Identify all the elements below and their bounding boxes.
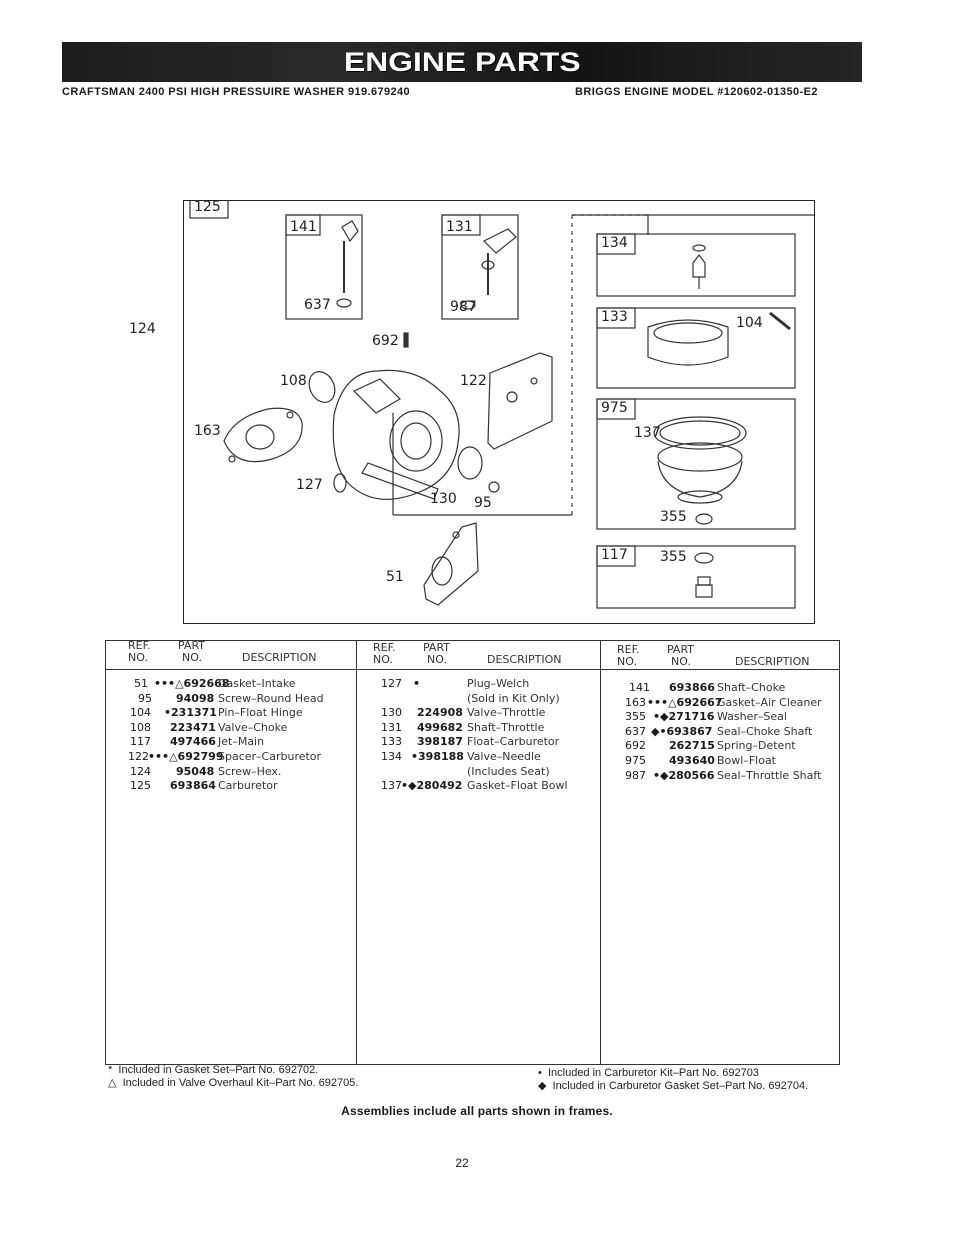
diagram-drawing bbox=[189, 201, 814, 609]
label-692: 692 bbox=[372, 333, 399, 349]
parts-list-table: REF. NO. PART NO. DESCRIPTION 51•••△6926… bbox=[105, 639, 840, 1065]
label-137: 137 bbox=[634, 425, 661, 441]
label-104: 104 bbox=[736, 315, 763, 331]
footnote-gasket-set: * Included in Gasket Set–Part No. 692702… bbox=[108, 1064, 319, 1076]
header-part: PART bbox=[178, 639, 206, 652]
frame-134 bbox=[596, 233, 796, 297]
label-141: 141 bbox=[290, 219, 317, 235]
label-134: 134 bbox=[601, 235, 628, 251]
frame-141-tag bbox=[285, 214, 321, 236]
header-part-no: NO. bbox=[427, 653, 447, 666]
title-banner: ENGINE PARTS bbox=[62, 42, 862, 82]
frame-117 bbox=[596, 545, 796, 609]
frame-975 bbox=[596, 398, 796, 530]
label-130: 130 bbox=[430, 491, 457, 507]
header-part: PART bbox=[423, 641, 451, 654]
header-ref-no: NO. bbox=[128, 651, 148, 664]
assembly-note: Assemblies include all parts shown in fr… bbox=[341, 1104, 613, 1118]
label-355-jet: 355 bbox=[660, 549, 687, 565]
page-title: ENGINE PARTS bbox=[343, 46, 581, 77]
label-95: 95 bbox=[474, 495, 492, 511]
label-987: 987 bbox=[450, 299, 477, 315]
label-108: 108 bbox=[280, 373, 307, 389]
header-ref: REF. bbox=[128, 639, 151, 652]
header-ref-no: NO. bbox=[617, 655, 637, 668]
column-header: REF. NO. PART NO. DESCRIPTION bbox=[601, 641, 839, 670]
label-117: 117 bbox=[601, 547, 628, 563]
label-133: 133 bbox=[601, 309, 628, 325]
frame-133-tag bbox=[596, 307, 636, 329]
header-ref: REF. bbox=[617, 643, 640, 656]
label-637: 637 bbox=[304, 297, 331, 313]
exploded-parts-diagram: 125 141 637 131 987 124 692 108 122 163 … bbox=[129, 199, 815, 624]
footnote-carburetor-kit: • Included in Carburetor Kit–Part No. 69… bbox=[538, 1067, 759, 1079]
label-975: 975 bbox=[601, 400, 628, 416]
frame-117-tag bbox=[596, 545, 636, 567]
header-description: DESCRIPTION bbox=[735, 655, 810, 668]
engine-model-heading: BRIGGS ENGINE MODEL #120602-01350-E2 bbox=[575, 86, 818, 98]
frame-134-tag bbox=[596, 233, 636, 255]
column-header: REF. NO. PART NO. DESCRIPTION bbox=[357, 641, 600, 670]
page-number: 22 bbox=[455, 1156, 469, 1170]
parts-column-2: REF. NO. PART NO. DESCRIPTION 127•Plug–W… bbox=[356, 641, 600, 1064]
table-row: (Sold in Kit Only) bbox=[467, 691, 560, 705]
header-part-no: NO. bbox=[671, 655, 691, 668]
footnote-carburetor-gasket-set: ◆ Included in Carburetor Gasket Set–Part… bbox=[538, 1080, 809, 1092]
header-part: PART bbox=[667, 643, 695, 656]
frame-141 bbox=[285, 214, 363, 320]
label-124: 124 bbox=[129, 321, 156, 337]
label-355-bowl: 355 bbox=[660, 509, 687, 525]
column-header: REF. NO. PART NO. DESCRIPTION bbox=[106, 639, 356, 670]
header-ref-no: NO. bbox=[373, 653, 393, 666]
label-131: 131 bbox=[446, 219, 473, 235]
label-51: 51 bbox=[386, 569, 404, 585]
washer-model-heading: CRAFTSMAN 2400 PSI HIGH PRESSUIRE WASHER… bbox=[62, 86, 411, 98]
header-part-no: NO. bbox=[182, 651, 202, 664]
label-127: 127 bbox=[296, 477, 323, 493]
footnote-valve-kit: △ Included in Valve Overhaul Kit–Part No… bbox=[108, 1077, 359, 1089]
table-row: 127•Plug–Welch bbox=[381, 677, 530, 690]
label-125: 125 bbox=[194, 199, 221, 215]
header-description: DESCRIPTION bbox=[487, 653, 562, 666]
label-163: 163 bbox=[194, 423, 221, 439]
label-122: 122 bbox=[460, 373, 487, 389]
frame-125-tag bbox=[189, 201, 229, 219]
header-ref: REF. bbox=[373, 641, 396, 654]
frame-975-tag bbox=[596, 398, 636, 420]
parts-column-1: REF. NO. PART NO. DESCRIPTION 51•••△6926… bbox=[106, 639, 356, 1064]
frame-131-tag bbox=[441, 214, 481, 236]
header-description: DESCRIPTION bbox=[242, 651, 317, 664]
frame-133 bbox=[596, 307, 796, 389]
table-row: (Includes Seat) bbox=[467, 764, 550, 778]
